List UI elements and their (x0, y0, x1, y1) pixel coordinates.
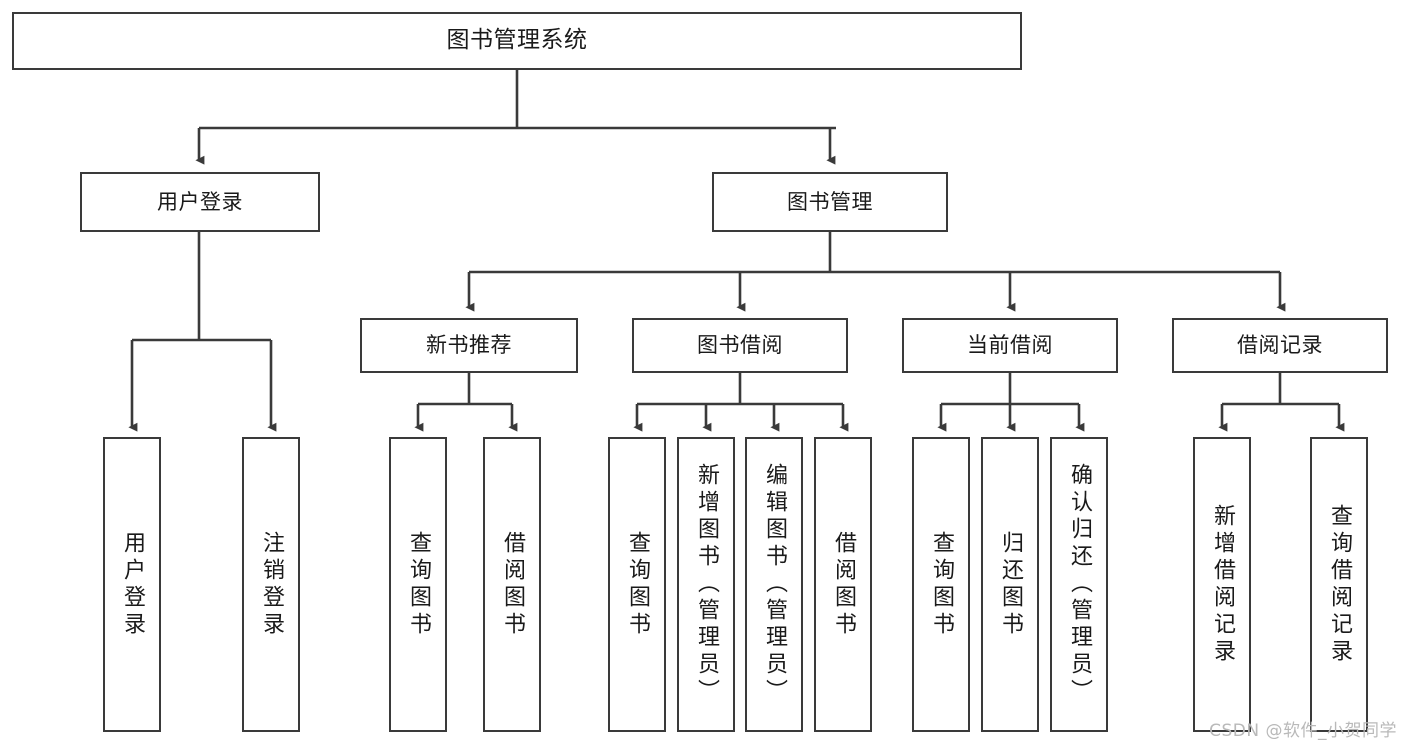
node-current-borrow-label: 当前借阅 (967, 333, 1053, 358)
node-leaf-query-book-1-label: 查询图书 (406, 530, 431, 639)
node-leaf-add-book-label: 新增图书（管理员） (694, 463, 719, 706)
node-leaf-user-login-label: 用户登录 (120, 530, 145, 639)
node-leaf-query-book-3-label: 查询图书 (929, 530, 954, 639)
node-book-borrow-label: 图书借阅 (697, 333, 783, 358)
node-leaf-query-record[interactable]: 查询借阅记录 (1310, 437, 1368, 732)
node-user-login[interactable]: 用户登录 (80, 172, 320, 232)
node-current-borrow[interactable]: 当前借阅 (902, 318, 1118, 373)
node-leaf-borrow-book-2-label: 借阅图书 (831, 530, 856, 639)
node-root-label: 图书管理系统 (446, 27, 588, 54)
node-leaf-borrow-book-1-label: 借阅图书 (500, 530, 525, 639)
node-user-login-label: 用户登录 (157, 189, 243, 214)
node-leaf-logout-login-label: 注销登录 (259, 530, 284, 639)
node-book-borrow[interactable]: 图书借阅 (632, 318, 848, 373)
node-leaf-query-book-2[interactable]: 查询图书 (608, 437, 666, 732)
node-leaf-logout-login[interactable]: 注销登录 (242, 437, 300, 732)
node-leaf-add-record[interactable]: 新增借阅记录 (1193, 437, 1251, 732)
node-leaf-query-record-label: 查询借阅记录 (1327, 503, 1352, 666)
node-leaf-edit-book[interactable]: 编辑图书（管理员） (745, 437, 803, 732)
node-leaf-borrow-book-2[interactable]: 借阅图书 (814, 437, 872, 732)
node-leaf-confirm-return[interactable]: 确认归还（管理员） (1050, 437, 1108, 732)
node-leaf-query-book-1[interactable]: 查询图书 (389, 437, 447, 732)
node-leaf-user-login[interactable]: 用户登录 (103, 437, 161, 732)
node-borrow-record-label: 借阅记录 (1237, 333, 1323, 358)
node-leaf-query-book-3[interactable]: 查询图书 (912, 437, 970, 732)
node-new-book-recommend-label: 新书推荐 (426, 333, 512, 358)
node-leaf-add-book[interactable]: 新增图书（管理员） (677, 437, 735, 732)
node-borrow-record[interactable]: 借阅记录 (1172, 318, 1388, 373)
node-leaf-edit-book-label: 编辑图书（管理员） (762, 463, 787, 706)
node-leaf-query-book-2-label: 查询图书 (625, 530, 650, 639)
node-leaf-return-book[interactable]: 归还图书 (981, 437, 1039, 732)
node-book-management-label: 图书管理 (787, 189, 873, 214)
node-leaf-confirm-return-label: 确认归还（管理员） (1067, 463, 1092, 706)
node-root[interactable]: 图书管理系统 (12, 12, 1022, 70)
node-new-book-recommend[interactable]: 新书推荐 (360, 318, 578, 373)
node-leaf-add-record-label: 新增借阅记录 (1210, 503, 1235, 666)
node-leaf-borrow-book-1[interactable]: 借阅图书 (483, 437, 541, 732)
node-leaf-return-book-label: 归还图书 (998, 530, 1023, 639)
node-book-management[interactable]: 图书管理 (712, 172, 948, 232)
